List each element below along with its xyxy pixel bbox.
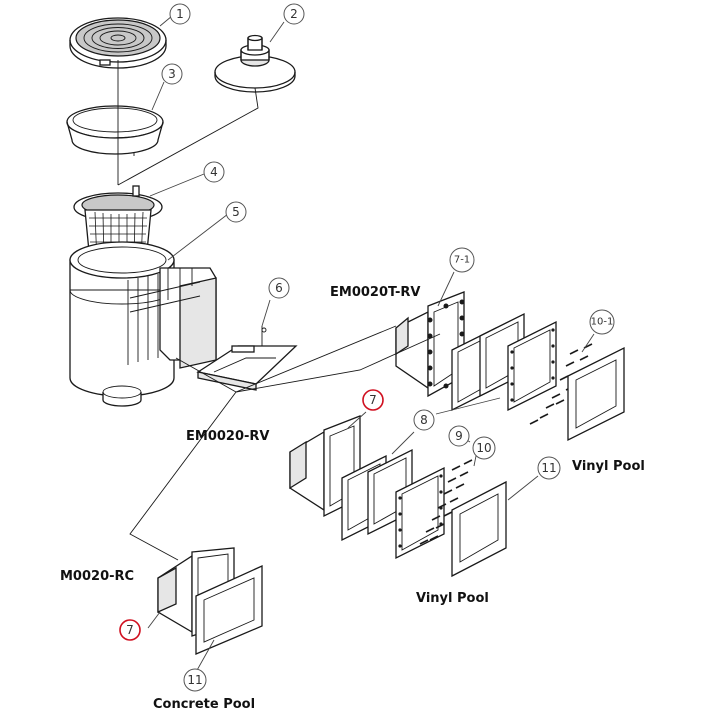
part-3-ring [66, 105, 164, 156]
svg-text:10: 10 [476, 441, 491, 455]
svg-text:5: 5 [232, 205, 240, 219]
svg-text:11: 11 [187, 673, 202, 687]
svg-text:11: 11 [541, 461, 556, 475]
assembly-line [129, 357, 237, 561]
callout-8: 8 [413, 409, 435, 431]
callout-7-concrete: 7 [119, 619, 141, 641]
svg-text:10-1: 10-1 [591, 317, 614, 328]
part-6-weir-door [196, 326, 298, 391]
svg-text:9: 9 [455, 429, 463, 443]
callout-2: 2 [283, 3, 305, 25]
label-vinyl-pool-center: Vinyl Pool [416, 591, 489, 606]
callout-9: 9 [448, 425, 470, 447]
svg-text:7: 7 [369, 393, 377, 407]
svg-text:8: 8 [420, 413, 428, 427]
callout-4: 4 [203, 161, 225, 183]
svg-text:6: 6 [275, 281, 283, 295]
callout-1: 1 [169, 3, 191, 25]
callout-11-right: 11 [537, 456, 561, 480]
assembly-line [235, 333, 441, 393]
part-1-lid [69, 17, 167, 69]
callout-7-1: 7-1 [449, 247, 475, 273]
svg-text:7: 7 [126, 623, 134, 637]
gaskets-center [341, 448, 445, 560]
label-em0020t-rv: EM0020T-RV [330, 285, 420, 300]
part-2-vacuum-plate [214, 34, 296, 93]
svg-text:4: 4 [210, 165, 218, 179]
part-5-skimmer-body [69, 241, 217, 407]
svg-text:7-1: 7-1 [454, 255, 470, 266]
part-11-face-plate-right [567, 346, 625, 442]
part-7-face-plate-concrete [157, 547, 263, 655]
part-11-face-plate-center [451, 480, 507, 578]
label-concrete-pool: Concrete Pool [153, 697, 255, 712]
assembly-line [235, 325, 397, 393]
callout-10: 10 [472, 436, 496, 460]
gaskets-upper [451, 312, 557, 412]
callout-10-1: 10-1 [589, 309, 615, 335]
label-em0020-rv: EM0020-RV [186, 429, 269, 444]
callout-3: 3 [161, 63, 183, 85]
svg-text:3: 3 [168, 67, 176, 81]
label-vinyl-pool-right: Vinyl Pool [572, 459, 645, 474]
callout-5: 5 [225, 201, 247, 223]
callout-11-concrete: 11 [183, 668, 207, 692]
label-m0020-rc: M0020-RC [60, 569, 134, 584]
callout-7-center: 7 [362, 389, 384, 411]
svg-text:2: 2 [290, 7, 298, 21]
callout-6: 6 [268, 277, 290, 299]
throat-ribs [127, 268, 201, 365]
screws-10 [419, 459, 473, 545]
svg-text:1: 1 [176, 7, 184, 21]
assembly-line [117, 87, 259, 186]
